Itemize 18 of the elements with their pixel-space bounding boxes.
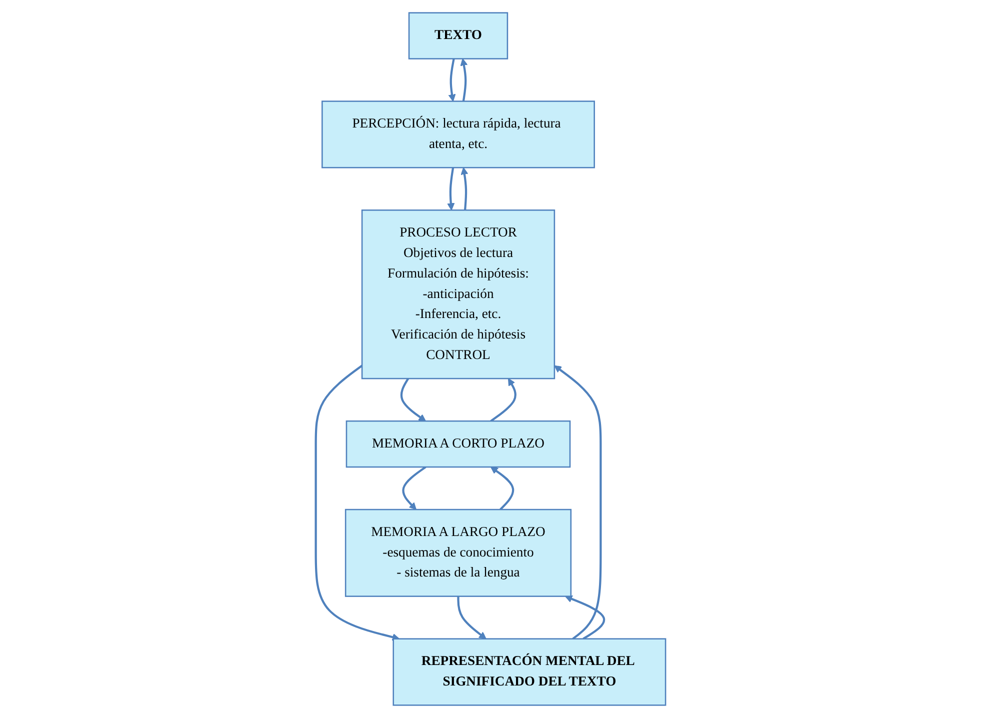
arrow: [447, 167, 455, 210]
arrow: [490, 378, 517, 422]
arrow: [400, 378, 426, 422]
node-box: PERCEPCIÓN: lectura rápida, lectura atenta, etc.: [322, 100, 596, 168]
node-box: TEXTO: [408, 12, 508, 60]
arrow: [402, 466, 427, 510]
node-box: PROCESO LECTOR Objetivos de lectura Formulación de hipótesis: -anticipación -Inferencia, etc. Verificación de hipótesis CONTROL: [362, 210, 556, 380]
arrow: [460, 58, 468, 102]
arrow: [461, 167, 468, 210]
arrow: [554, 365, 602, 640]
arrow: [458, 596, 487, 640]
node-box: REPRESENTACÓN MENTAL DEL SIGNIFICADO DEL TEXTO: [393, 638, 666, 706]
node-box: MEMORIA A CORTO PLAZO: [346, 420, 571, 468]
arrow: [565, 595, 606, 640]
arrow: [490, 466, 514, 510]
arrow: [315, 364, 400, 641]
arrow: [448, 58, 456, 102]
node-box: MEMORIA A LARGO PLAZO -esquemas de conocimiento - sistemas de la lengua: [345, 508, 572, 597]
